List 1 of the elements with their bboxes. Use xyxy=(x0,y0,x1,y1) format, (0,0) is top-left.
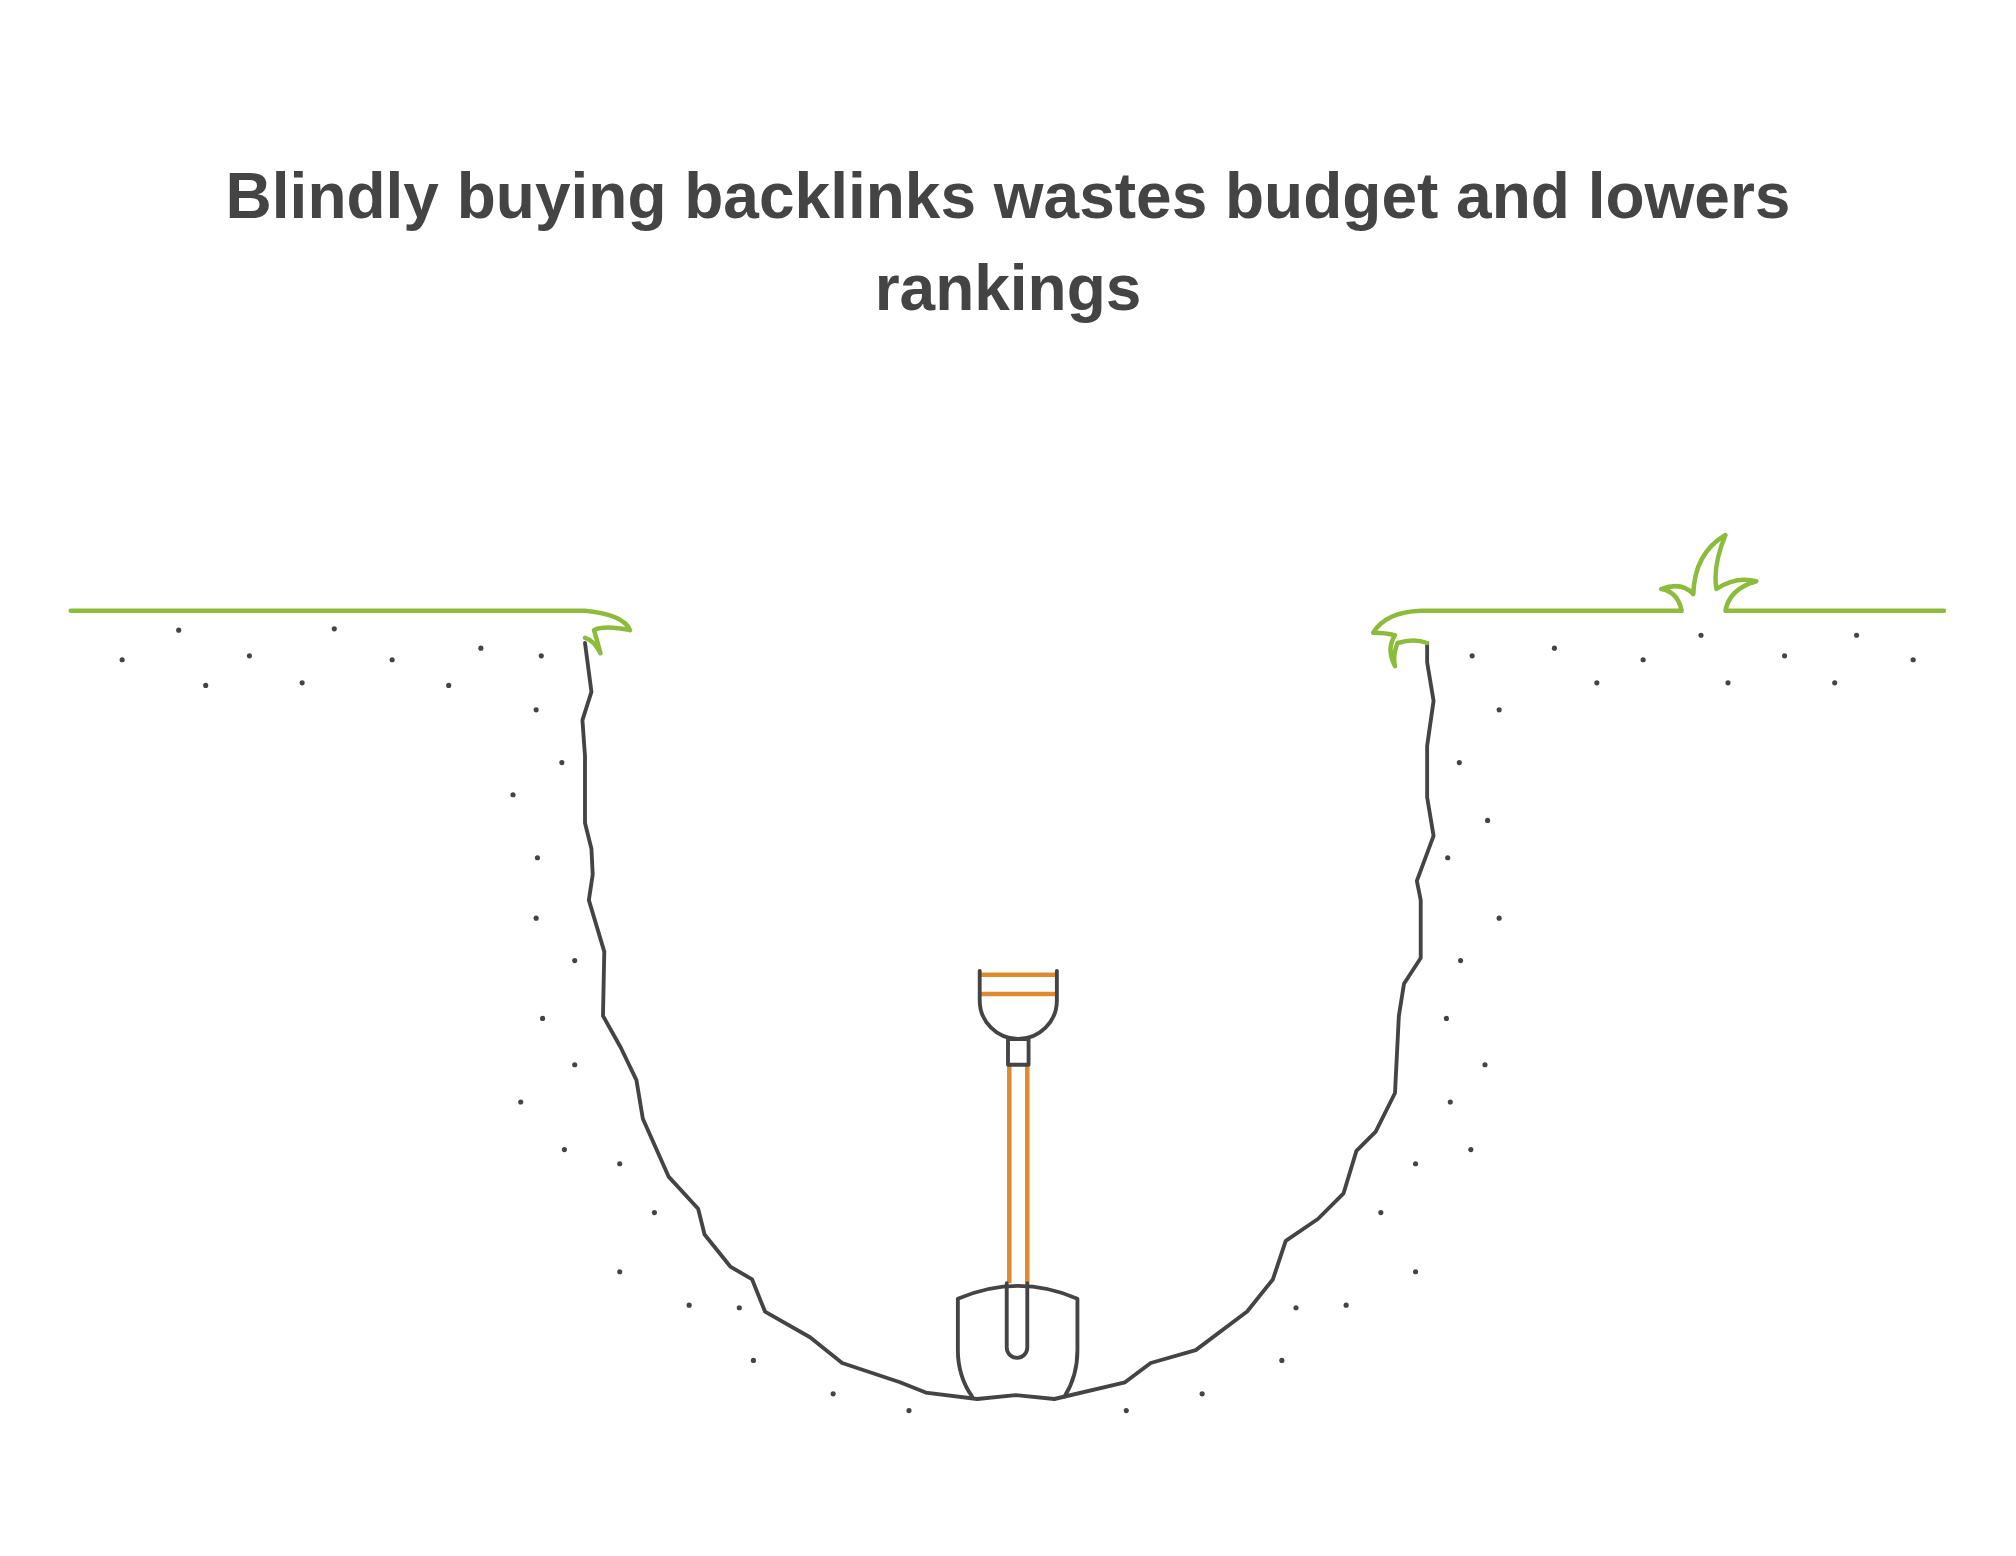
title: Blindly buying backlinks wastes budget and lowers rankings xyxy=(224,159,1792,326)
